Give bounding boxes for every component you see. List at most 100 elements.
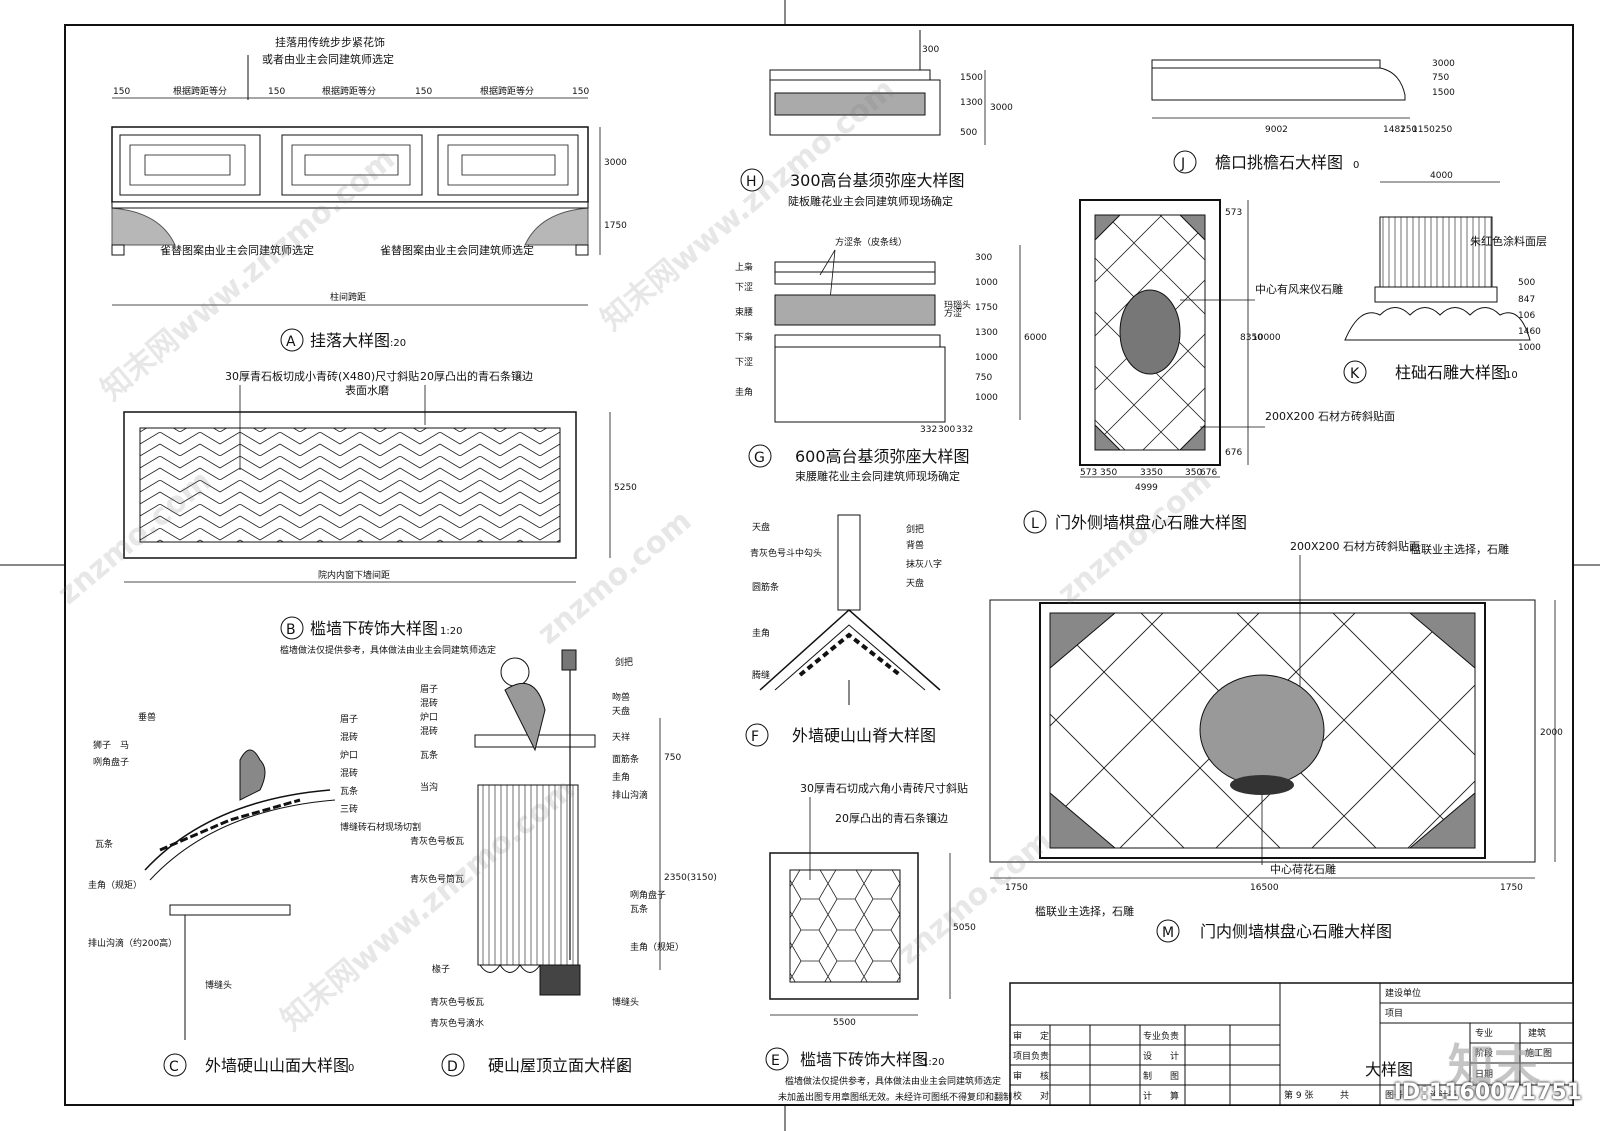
- svg-text:H: H: [746, 174, 757, 190]
- svg-text:圭角: 圭角: [612, 771, 630, 783]
- svg-text:设计号: 设计号: [1430, 1089, 1457, 1101]
- svg-text:3000: 3000: [990, 103, 1013, 113]
- svg-text:混砖: 混砖: [420, 697, 438, 709]
- svg-text:1750: 1750: [604, 221, 627, 231]
- svg-text:博缝头: 博缝头: [612, 996, 639, 1008]
- svg-text:750: 750: [664, 753, 681, 763]
- footer-note: 未加盖出图专用章图纸无效。未经许可图纸不得复印和翻制: [778, 1091, 1012, 1103]
- svg-text:300: 300: [975, 253, 992, 263]
- detail-m: 200X200 石材方砖斜贴面 槛联业主选择，石雕 中心荷花石雕 1750 16…: [989, 539, 1563, 943]
- c-beast: [239, 749, 266, 801]
- detail-l: 中心有风来仪石雕 200X200 石材方砖斜贴面 8350 10000 573 …: [1023, 199, 1395, 534]
- svg-text:吻兽: 吻兽: [612, 691, 630, 703]
- a-note-1: 挂落用传统步步紧花饰: [275, 35, 385, 49]
- svg-text:中心有风来仪石雕: 中心有风来仪石雕: [1255, 282, 1343, 296]
- svg-text:2000: 2000: [1540, 728, 1563, 738]
- svg-text:332: 332: [920, 425, 937, 435]
- watermark-logo: 知末: [1448, 1039, 1540, 1093]
- svg-text:瓦条: 瓦条: [95, 838, 113, 850]
- g-title: 600高台基须弥座大样图: [795, 447, 970, 466]
- title-block: 建设单位 项目 审 定 项目负责 审 核 校 对 专业负责 设 计 制 图 计 …: [1009, 982, 1574, 1106]
- svg-text:圭角（规矩）: 圭角（规矩）: [630, 941, 684, 953]
- svg-text:3000: 3000: [1432, 59, 1455, 69]
- svg-text:0: 0: [1353, 160, 1359, 171]
- svg-text:混砖: 混砖: [340, 731, 358, 743]
- svg-text:博缝头: 博缝头: [205, 979, 232, 991]
- drawing-name: 大样图: [1365, 1060, 1413, 1079]
- svg-text:下涩: 下涩: [735, 357, 753, 368]
- svg-text:计 算: 计 算: [1143, 1090, 1179, 1102]
- svg-text:F: F: [751, 729, 759, 745]
- detail-j: 9002 1482 150 1150 250 1500 750 3000 J 檐…: [1151, 59, 1455, 174]
- svg-text:150: 150: [415, 87, 432, 97]
- svg-text:朱红色涂料面层: 朱红色涂料面层: [1470, 234, 1547, 248]
- g-carving: [774, 294, 936, 326]
- svg-text:面筋条: 面筋条: [612, 753, 639, 765]
- k-title: 柱础石雕大样图: [1395, 363, 1507, 382]
- svg-text:方涩条（皮条线）: 方涩条（皮条线）: [835, 236, 907, 248]
- d-title: 硬山屋顶立面大样图: [488, 1056, 632, 1075]
- d-tiles: [477, 784, 579, 966]
- svg-text:天盘: 天盘: [612, 705, 630, 717]
- svg-text:500: 500: [1518, 278, 1535, 288]
- watermark-id: ID:1160071751: [1393, 1080, 1582, 1105]
- queti-left: [111, 207, 176, 246]
- svg-text:1300: 1300: [975, 328, 998, 338]
- svg-text:0: 0: [618, 1063, 624, 1074]
- svg-text:第 9 张: 第 9 张: [1284, 1089, 1313, 1101]
- svg-text:根据跨距等分: 根据跨距等分: [322, 85, 376, 97]
- svg-text:三砖: 三砖: [340, 803, 358, 815]
- a-note-2: 或者由业主会同建筑师选定: [262, 52, 394, 66]
- f-title: 外墙硬山山脊大样图: [792, 726, 936, 745]
- svg-text:槛联业主选择，石雕: 槛联业主选择，石雕: [1410, 542, 1509, 556]
- svg-text::20: :20: [390, 338, 406, 349]
- svg-text:马: 马: [120, 740, 129, 751]
- svg-text:槛墙做法仅提供参考，具体做法由业主会同建筑师选定: 槛墙做法仅提供参考，具体做法由业主会同建筑师选定: [785, 1075, 1001, 1087]
- svg-text:1750: 1750: [1500, 883, 1523, 893]
- e-panel: [769, 852, 919, 1000]
- svg-text:青灰色号板瓦: 青灰色号板瓦: [410, 835, 464, 847]
- svg-text:3350: 3350: [1140, 468, 1163, 478]
- svg-text:青灰色号滴水: 青灰色号滴水: [430, 1017, 484, 1029]
- svg-text:青灰色号斗中勾头: 青灰色号斗中勾头: [750, 547, 822, 559]
- svg-text:博缝砖石材现场切割: 博缝砖石材现场切割: [340, 821, 421, 833]
- svg-text:圭角: 圭角: [752, 627, 770, 639]
- m-title: 门内侧墙棋盘心石雕大样图: [1200, 922, 1392, 941]
- queti-right: [524, 207, 589, 246]
- svg-text:1000: 1000: [975, 353, 998, 363]
- svg-text:300: 300: [922, 45, 939, 55]
- svg-text:1:20: 1:20: [440, 626, 462, 637]
- svg-text:眉子: 眉子: [340, 714, 358, 725]
- svg-text:剑把: 剑把: [615, 656, 633, 668]
- m-panel: [1039, 602, 1486, 859]
- svg-text:陡板雕花业主会同建筑师现场确定: 陡板雕花业主会同建筑师现场确定: [788, 194, 953, 208]
- svg-text:建设单位: 建设单位: [1385, 987, 1421, 999]
- b-title: 槛墙下砖饰大样图: [310, 619, 438, 638]
- svg-text:下枭: 下枭: [735, 331, 753, 343]
- svg-text:1482: 1482: [1383, 125, 1406, 135]
- svg-text:阶段: 阶段: [1475, 1047, 1493, 1059]
- detail-k: 4000 朱红色涂料面层 500 847 106 1460 1000 K 柱础石…: [1343, 171, 1547, 384]
- svg-text:抹灰八字: 抹灰八字: [906, 558, 942, 570]
- svg-text:束腰雕花业主会同建筑师现场确定: 束腰雕花业主会同建筑师现场确定: [795, 469, 960, 483]
- svg-text:审 核: 审 核: [1013, 1070, 1049, 1082]
- b-panel: [123, 411, 577, 559]
- svg-text:眉子: 眉子: [420, 684, 438, 695]
- svg-text:校 对: 校 对: [1013, 1090, 1049, 1102]
- svg-text:350: 350: [1100, 468, 1117, 478]
- svg-text:狮子: 狮子: [93, 740, 111, 751]
- svg-text:专业: 专业: [1475, 1027, 1493, 1039]
- svg-text:1500: 1500: [1432, 88, 1455, 98]
- svg-text:1000: 1000: [975, 278, 998, 288]
- svg-text:847: 847: [1518, 295, 1535, 305]
- svg-text:专业负责: 专业负责: [1143, 1030, 1179, 1042]
- svg-text:20厚凸出的青石条镶边: 20厚凸出的青石条镶边: [420, 369, 533, 383]
- k-column: [1379, 216, 1493, 288]
- svg-text:0: 0: [348, 1063, 354, 1074]
- svg-text:院内内窗下墙间距: 院内内窗下墙间距: [318, 569, 390, 581]
- svg-text:施工图: 施工图: [1525, 1047, 1552, 1059]
- svg-text:表面水磨: 表面水磨: [345, 383, 389, 397]
- svg-text:573: 573: [1080, 468, 1097, 478]
- svg-text:项目负责: 项目负责: [1013, 1050, 1049, 1062]
